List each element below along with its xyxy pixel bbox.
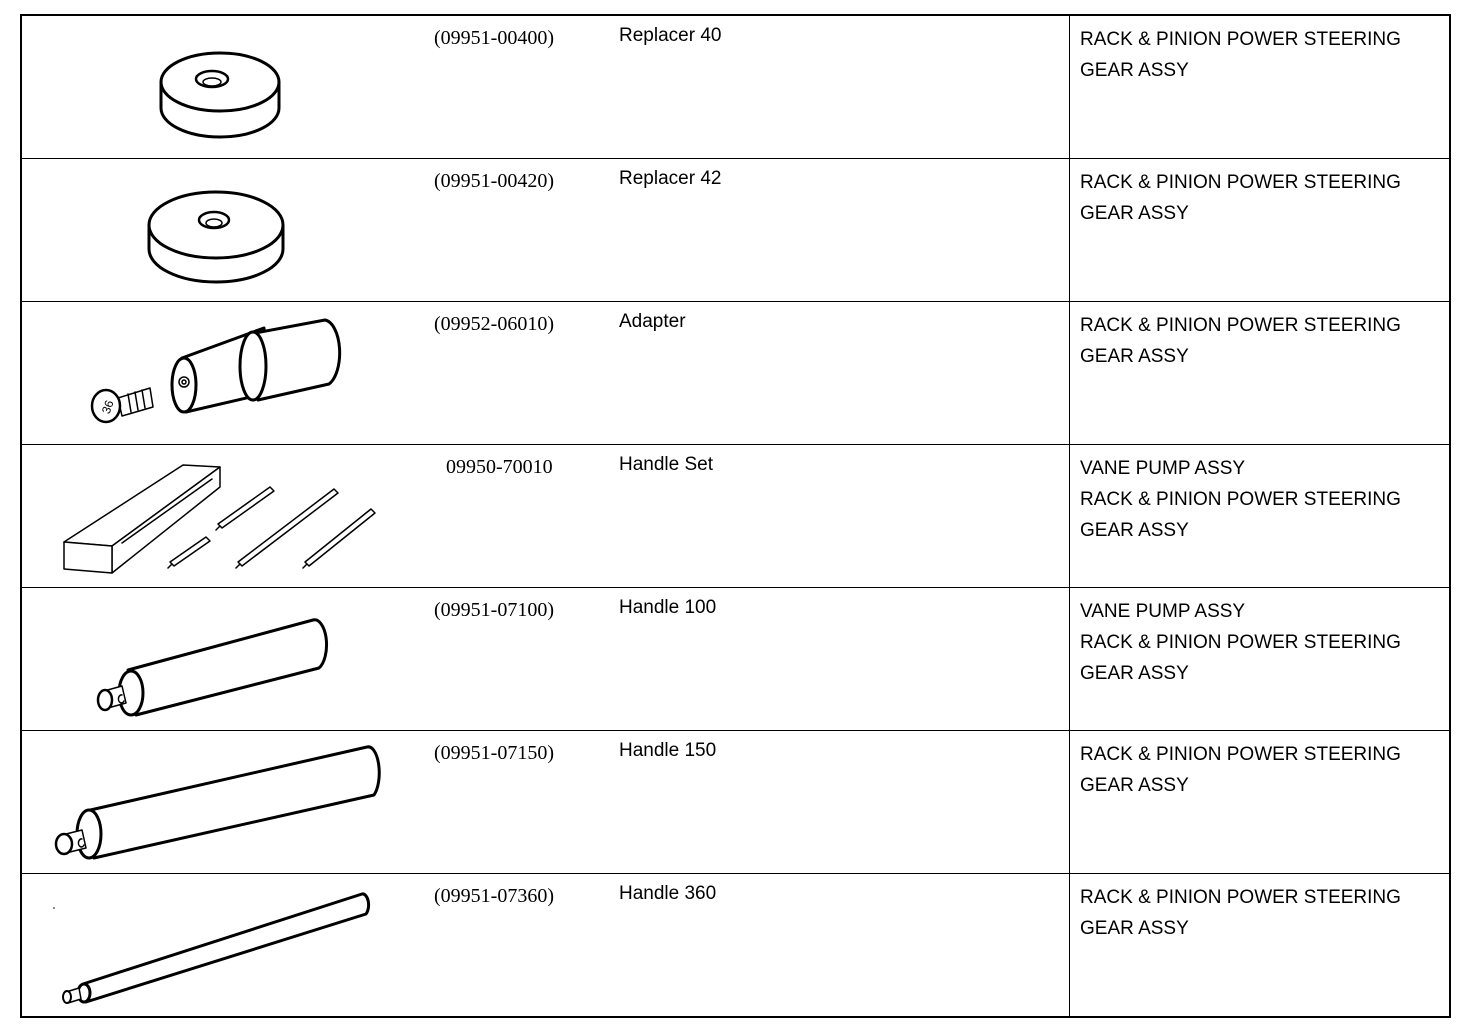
table-row: 09950-70010 Handle Set VANE PUMP ASSY RA…	[22, 445, 1449, 588]
application-line: RACK & PINION POWER STEERING	[1080, 315, 1401, 336]
column-divider	[1069, 445, 1070, 587]
table-row: 36 (09952-06010) Adapter RACK & PINION P…	[22, 302, 1449, 445]
rods-icon	[167, 486, 376, 569]
part-number: 09950-70010	[446, 456, 553, 478]
screw-icon: 36	[90, 387, 154, 424]
applications: VANE PUMP ASSY RACK & PINION POWER STEER…	[1080, 596, 1445, 689]
table-row: (09951-00400) Replacer 40 RACK & PINION …	[22, 16, 1449, 159]
application-line: RACK & PINION POWER STEERING	[1080, 29, 1401, 50]
application-line: RACK & PINION POWER STEERING	[1080, 632, 1401, 653]
part-number: (09951-00400)	[434, 27, 554, 49]
application-line: GEAR ASSY	[1080, 60, 1189, 81]
column-divider	[1069, 159, 1070, 301]
handle-icon	[96, 618, 329, 717]
tool-name: Handle 100	[619, 597, 717, 618]
part-number: (09951-07100)	[434, 599, 554, 621]
table-row: (09951-07150) Handle 150 RACK & PINION P…	[22, 731, 1449, 874]
table-row: (09951-07100) Handle 100 VANE PUMP ASSY …	[22, 588, 1449, 731]
table-row: (09951-00420) Replacer 42 RACK & PINION …	[22, 159, 1449, 302]
tool-name: Handle Set	[619, 454, 714, 475]
adapter-icon	[170, 318, 342, 414]
application-line: RACK & PINION POWER STEERING	[1080, 172, 1401, 193]
handle-set-icon	[63, 464, 376, 574]
applications: VANE PUMP ASSY RACK & PINION POWER STEER…	[1080, 453, 1445, 546]
application-line: RACK & PINION POWER STEERING	[1080, 489, 1401, 510]
handle-icon	[54, 745, 381, 860]
part-number: (09952-06010)	[434, 313, 554, 335]
adapter-bolt-icon: 36	[90, 318, 342, 424]
application-line: VANE PUMP ASSY	[1080, 458, 1246, 479]
application-line: GEAR ASSY	[1080, 775, 1189, 796]
application-line: GEAR ASSY	[1080, 918, 1189, 939]
tool-name: Adapter	[619, 311, 686, 332]
replacer-ring-icon	[159, 51, 281, 139]
applications: RACK & PINION POWER STEERING GEAR ASSY	[1080, 24, 1445, 86]
replacer-ring-icon	[147, 190, 285, 284]
tool-name: Replacer 42	[619, 168, 722, 189]
application-line: GEAR ASSY	[1080, 346, 1189, 367]
part-number: (09951-07150)	[434, 742, 554, 764]
column-divider	[1069, 874, 1070, 1017]
column-divider	[1069, 731, 1070, 873]
application-line: GEAR ASSY	[1080, 203, 1189, 224]
tool-name: Handle 360	[619, 883, 717, 904]
table-row: (09951-07360) Handle 360 RACK & PINION P…	[22, 874, 1449, 1017]
application-line: RACK & PINION POWER STEERING	[1080, 887, 1401, 908]
applications: RACK & PINION POWER STEERING GEAR ASSY	[1080, 882, 1445, 944]
part-number: (09951-00420)	[434, 170, 554, 192]
column-divider	[1069, 588, 1070, 730]
handle-rod-icon	[53, 892, 371, 1004]
applications: RACK & PINION POWER STEERING GEAR ASSY	[1080, 739, 1445, 801]
column-divider	[1069, 302, 1070, 444]
applications: RACK & PINION POWER STEERING GEAR ASSY	[1080, 167, 1445, 229]
application-line: GEAR ASSY	[1080, 663, 1189, 684]
application-line: GEAR ASSY	[1080, 520, 1189, 541]
application-line: VANE PUMP ASSY	[1080, 601, 1246, 622]
svg-text:36: 36	[99, 398, 117, 416]
column-divider	[1069, 16, 1070, 158]
applications: RACK & PINION POWER STEERING GEAR ASSY	[1080, 310, 1445, 372]
special-tools-table: (09951-00400) Replacer 40 RACK & PINION …	[20, 14, 1451, 1018]
tool-name: Handle 150	[619, 740, 717, 761]
application-line: RACK & PINION POWER STEERING	[1080, 744, 1401, 765]
tool-name: Replacer 40	[619, 25, 722, 46]
part-number: (09951-07360)	[434, 885, 554, 907]
case-icon	[63, 464, 221, 574]
